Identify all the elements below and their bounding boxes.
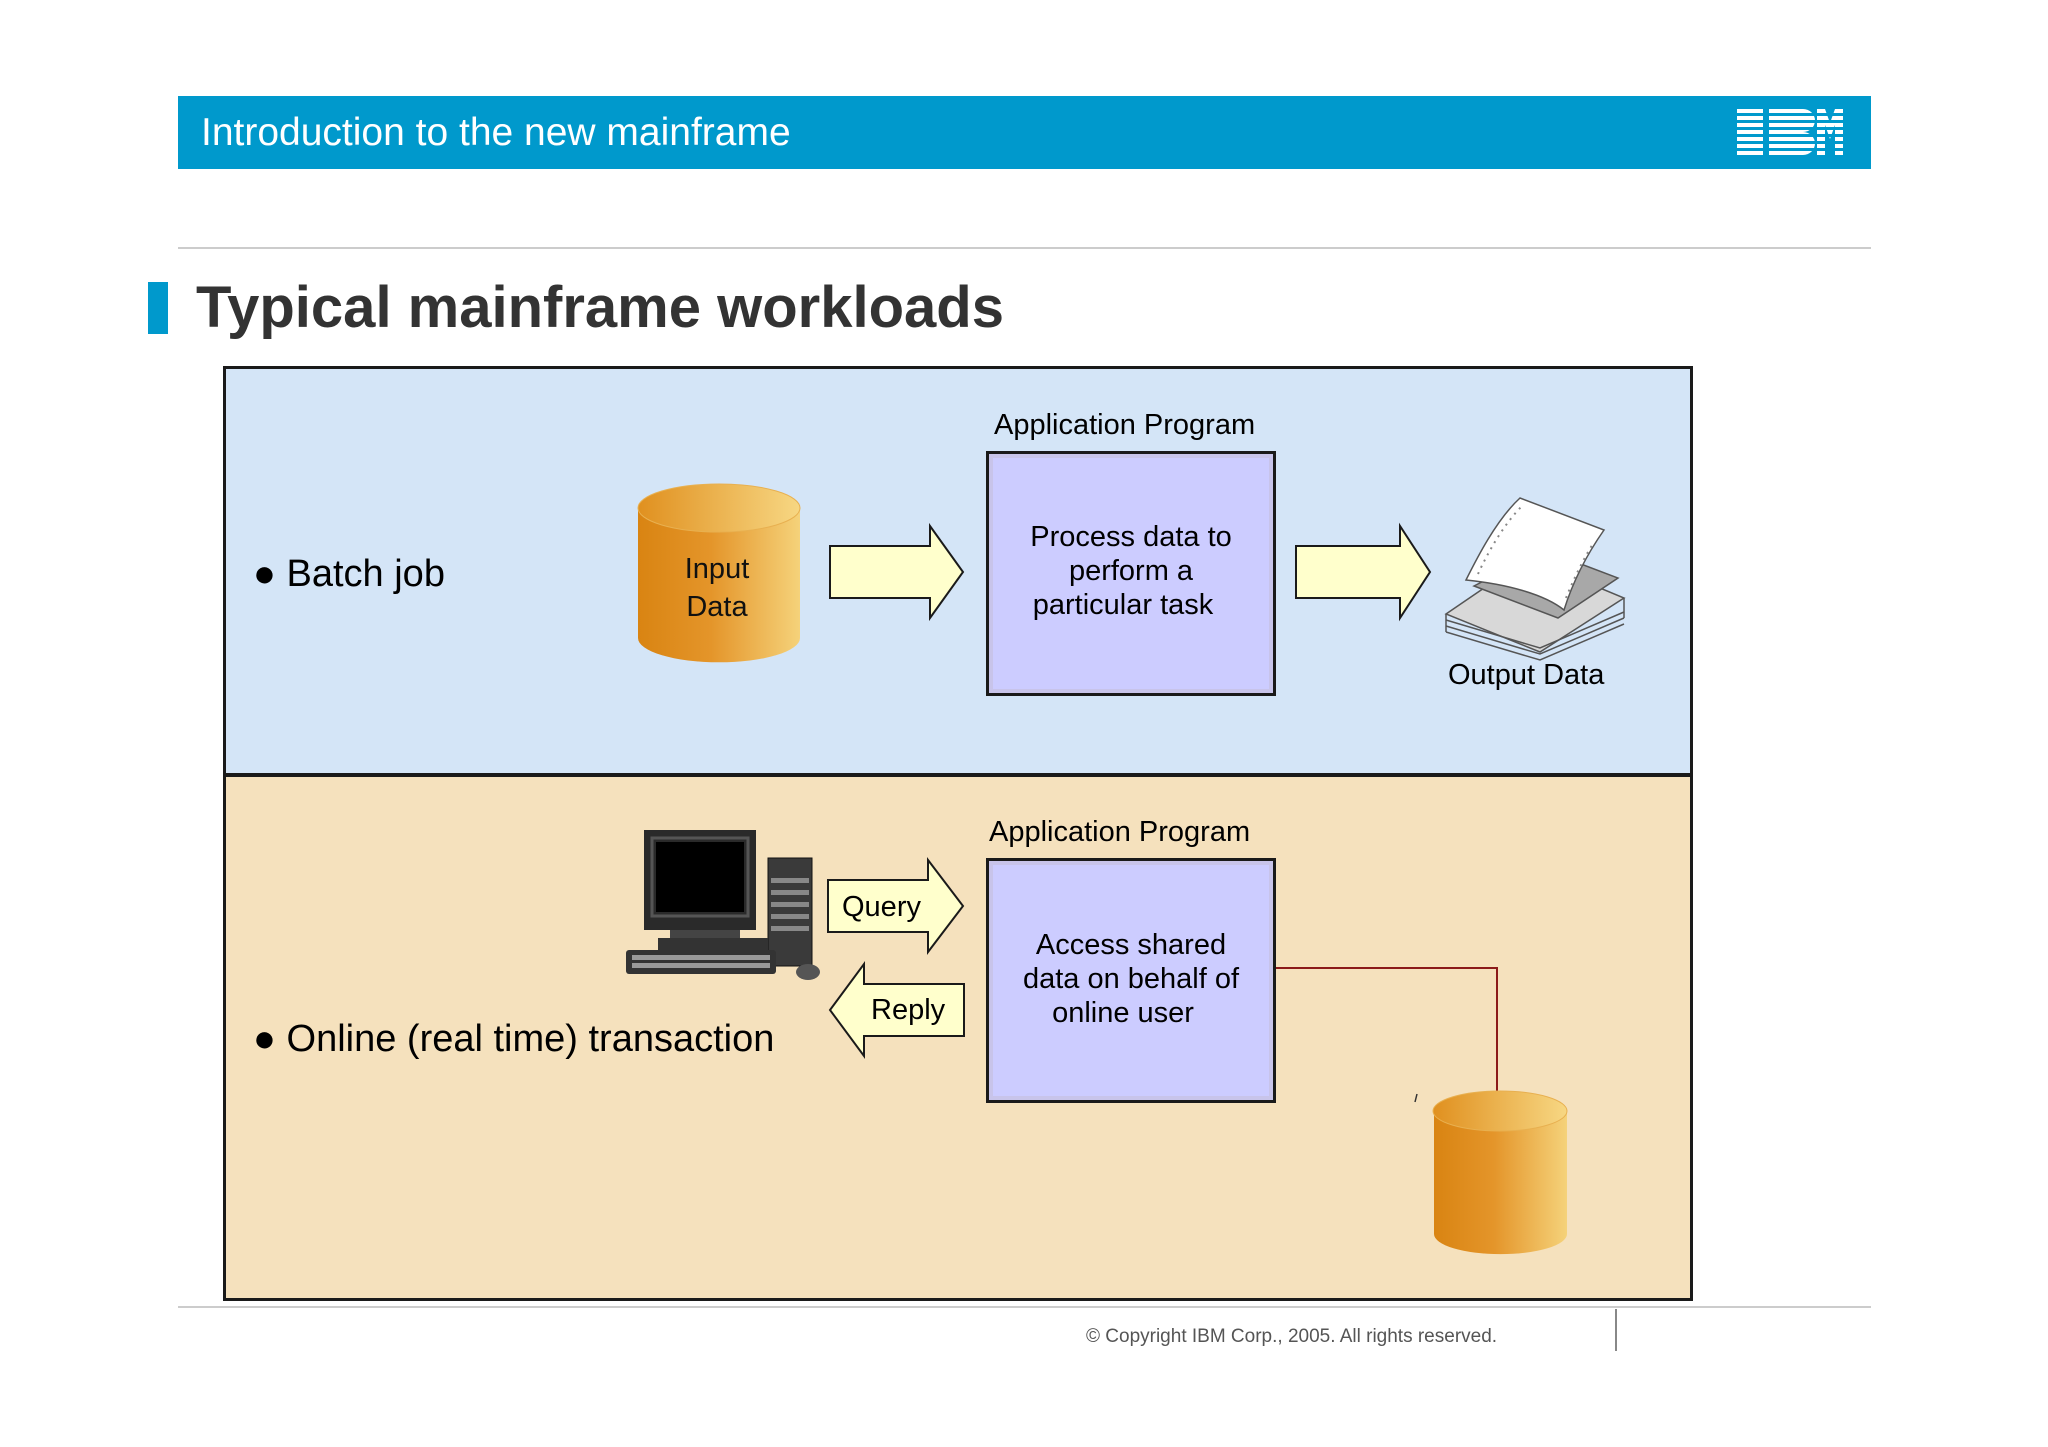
shared-data-cylinder <box>1432 1090 1568 1255</box>
online-process-text: Access shared data on behalf of online u… <box>986 928 1276 1030</box>
batch-job-label: Batch job <box>286 553 445 595</box>
online-process-line1: Access shared <box>1035 929 1227 961</box>
batch-output-arrow <box>1295 522 1432 622</box>
header-bar: Introduction to the new mainframe <box>178 96 1871 169</box>
query-label: Query <box>842 891 921 923</box>
output-data-paper-icon <box>1444 497 1626 661</box>
online-transaction-bullet: ● Online (real time) transaction <box>253 1016 774 1062</box>
footer-divider <box>1615 1309 1617 1351</box>
online-transaction-label: Online (real time) transaction <box>286 1018 775 1060</box>
batch-process-box <box>986 451 1276 696</box>
output-data-label: Output Data <box>1448 659 1605 691</box>
copyright-text: © Copyright IBM Corp., 2005. All rights … <box>1086 1326 1498 1347</box>
slide-title: Typical mainframe workloads <box>196 275 1004 340</box>
batch-process-line2: perform a <box>1068 555 1194 587</box>
batch-process-line1: Process data to <box>1030 521 1232 553</box>
query-arrow <box>827 857 965 955</box>
stray-mark <box>1414 1093 1418 1103</box>
batch-input-arrow <box>829 522 965 622</box>
bottom-rule <box>178 1306 1871 1308</box>
batch-program-label: Application Program <box>994 409 1256 441</box>
header-title: Introduction to the new mainframe <box>201 111 791 154</box>
top-rule <box>178 247 1871 249</box>
reply-arrow <box>828 960 965 1060</box>
ibm-logo <box>1737 109 1843 155</box>
bullet-dot: ● <box>253 1018 276 1060</box>
batch-process-text: Process data to perform a particular tas… <box>986 520 1276 622</box>
bullet-dot: ● <box>253 553 276 595</box>
batch-job-bullet: ● Batch job <box>253 551 445 597</box>
online-process-line3: online user <box>1052 997 1194 1029</box>
database-connector-line <box>1275 967 1498 1098</box>
online-program-label: Application Program <box>989 816 1251 848</box>
batch-process-line3: particular task <box>1032 589 1214 621</box>
computer-icon <box>626 830 820 980</box>
title-accent-bar <box>148 282 168 334</box>
input-data-cylinder <box>637 483 801 663</box>
input-data-label: Input Data <box>664 550 770 626</box>
input-data-line2: Data <box>686 591 748 623</box>
online-process-box <box>986 858 1276 1103</box>
input-data-line1: Input <box>684 553 750 585</box>
online-process-line2: data on behalf of <box>1022 963 1240 995</box>
reply-label: Reply <box>871 994 946 1026</box>
